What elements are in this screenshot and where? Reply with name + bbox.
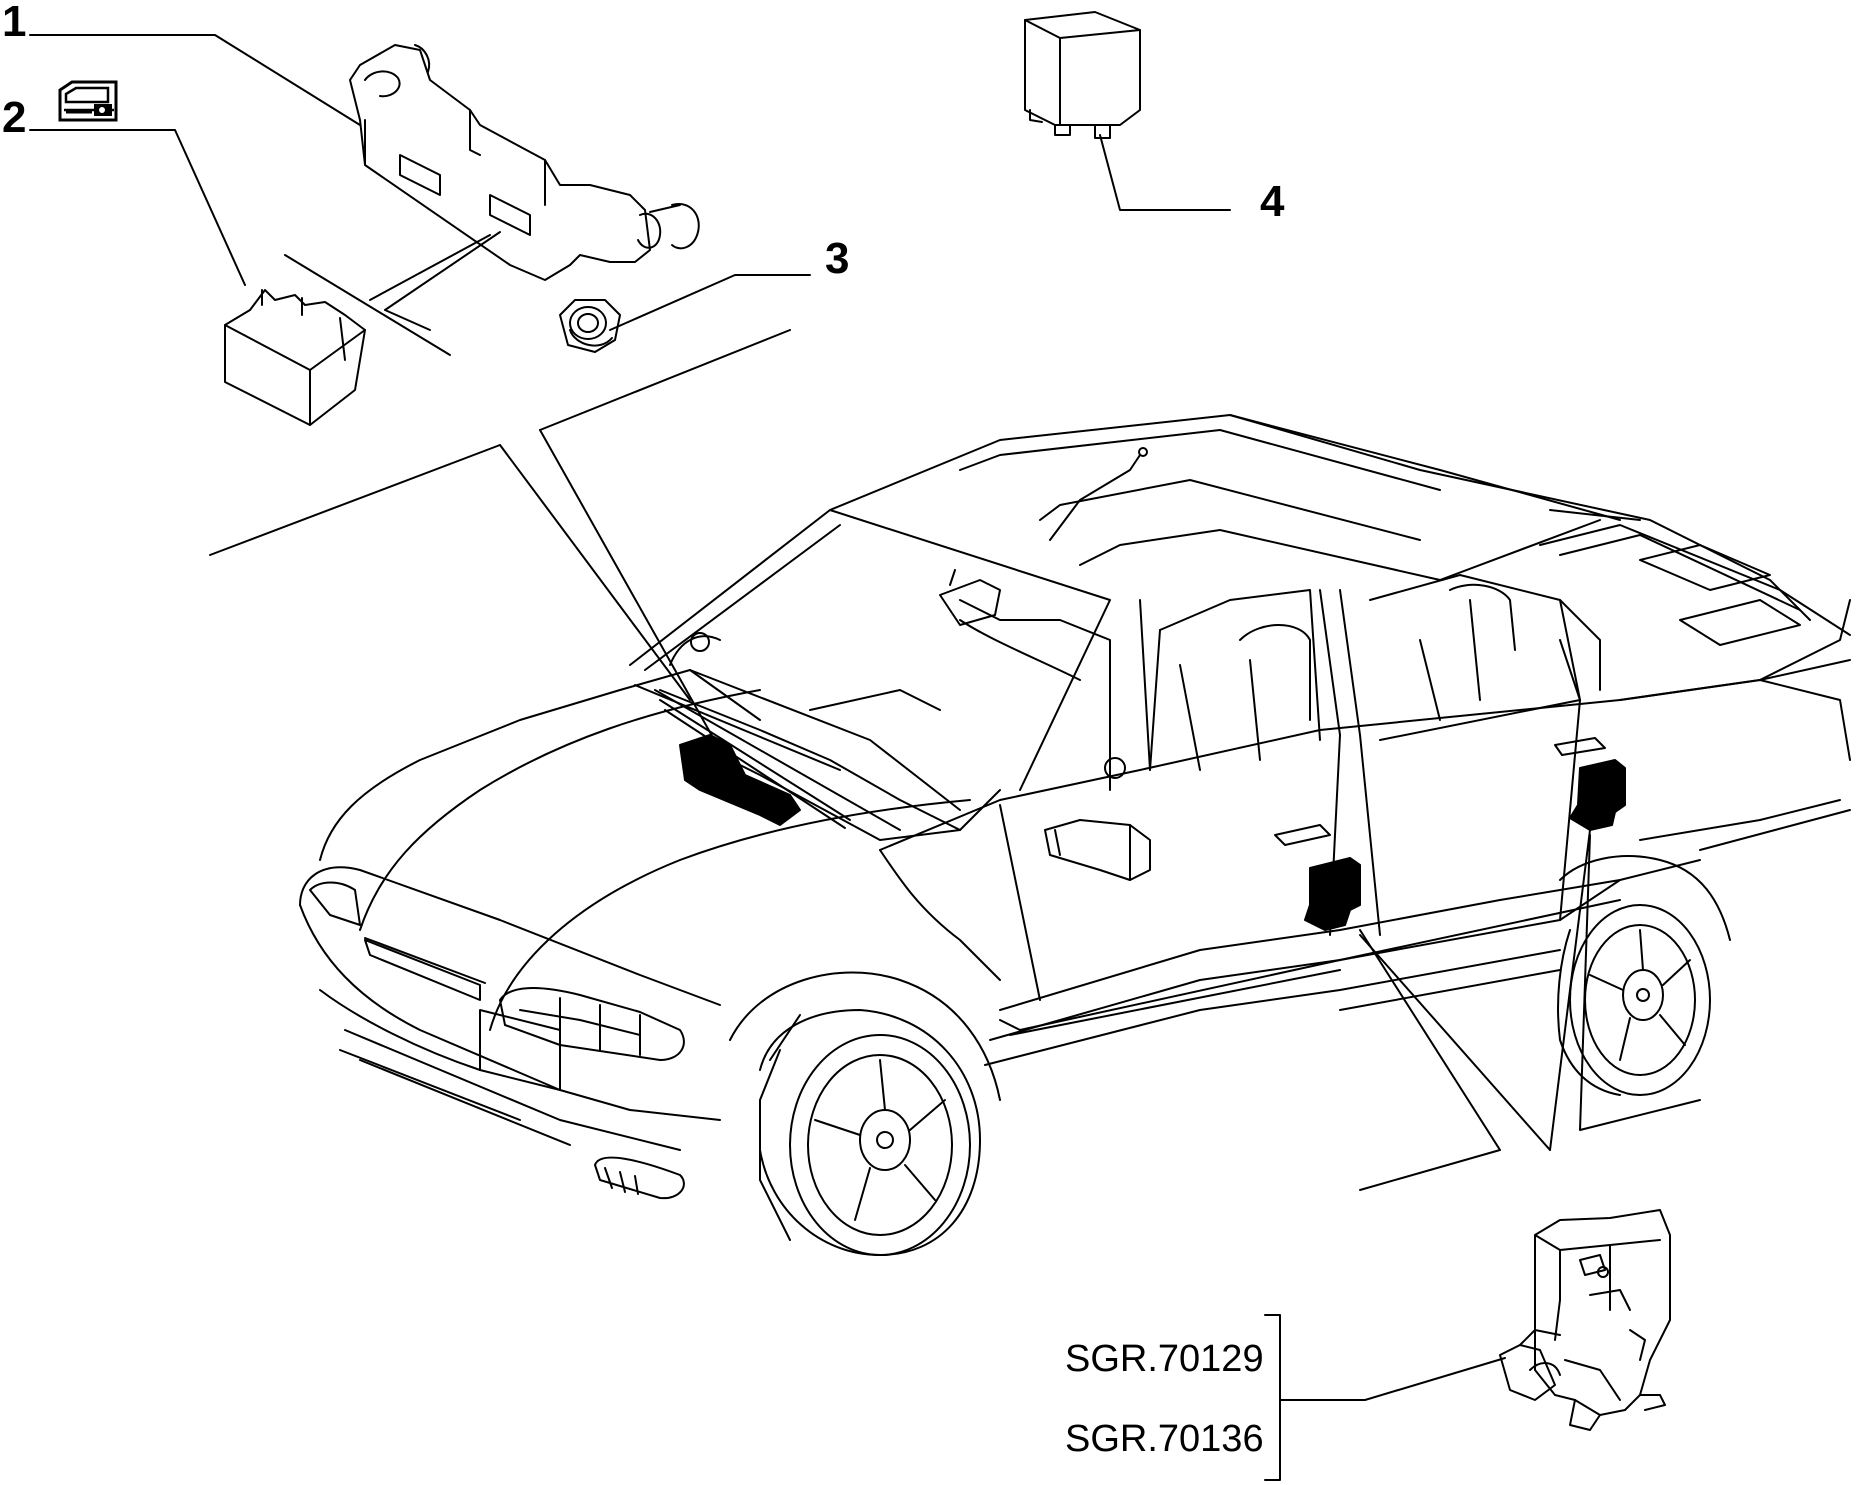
callout-3: 3 bbox=[825, 234, 850, 283]
callout-4-leader bbox=[1099, 134, 1231, 211]
callout-2: 2 bbox=[2, 93, 27, 142]
car-illustration bbox=[299, 414, 1851, 1256]
nut-part bbox=[559, 299, 621, 353]
highlighted-locations bbox=[679, 734, 1626, 931]
rear-wheel bbox=[1557, 855, 1731, 1096]
relay-part bbox=[1024, 11, 1141, 139]
callout-4: 4 bbox=[1260, 177, 1285, 226]
front-wheel bbox=[759, 1009, 981, 1256]
reference-bracket bbox=[1264, 1314, 1281, 1481]
callout-1: 1 bbox=[2, 0, 27, 46]
callout-3-leader bbox=[609, 274, 811, 331]
bracket-part bbox=[349, 44, 700, 281]
callout-1-leader bbox=[29, 34, 361, 126]
relay-module-part bbox=[224, 289, 366, 426]
door-key-icon bbox=[58, 80, 118, 122]
callout-2-leader bbox=[29, 129, 246, 286]
reference-code-2: SGR.70136 bbox=[1065, 1418, 1264, 1460]
reference-code-1: SGR.70129 bbox=[1065, 1338, 1264, 1380]
door-lock-part bbox=[1499, 1209, 1671, 1431]
